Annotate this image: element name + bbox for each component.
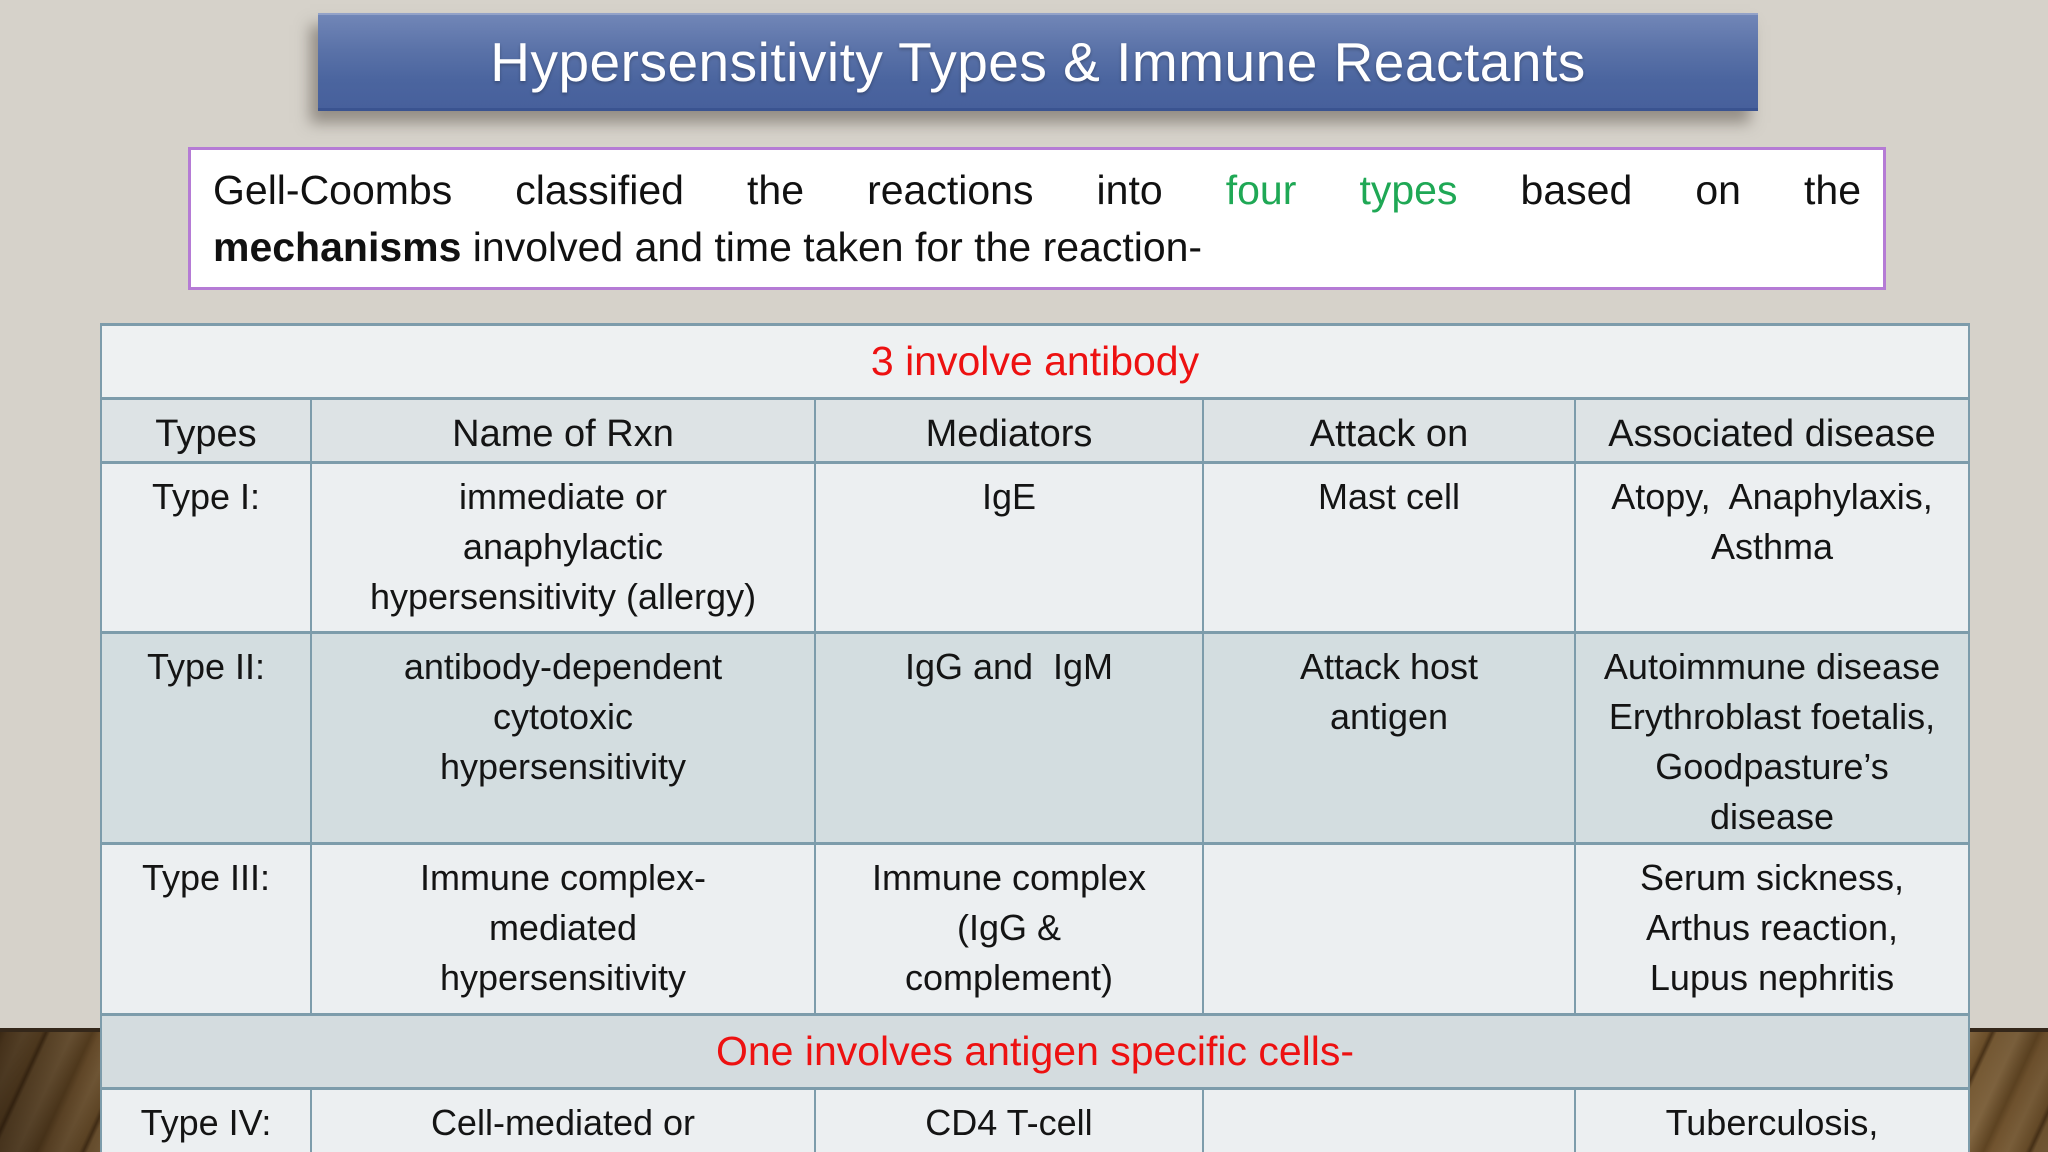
cell-attack-on xyxy=(1202,1087,1576,1152)
section-header-antibody: 3 involve antibody xyxy=(100,323,1970,400)
table-row-type-2: Type II: antibody-dependent cytotoxic hy… xyxy=(100,631,1970,845)
cell-type: Type III: xyxy=(100,842,312,1016)
cell-type: Type II: xyxy=(100,631,312,845)
intro-segment: based on the xyxy=(1457,167,1861,213)
column-header-attack-on: Attack on xyxy=(1202,397,1576,464)
cell-associated-disease: Tuberculosis, Transplant rejection xyxy=(1574,1087,1970,1152)
intro-line-2: mechanisms involved and time taken for t… xyxy=(213,219,1861,276)
cell-name-of-rxn: antibody-dependent cytotoxic hypersensit… xyxy=(310,631,816,845)
hypersensitivity-table: 3 involve antibody Types Name of Rxn Med… xyxy=(100,323,1970,1152)
intro-line-1: Gell-Coombs classified the reactions int… xyxy=(213,162,1861,219)
cell-attack-on xyxy=(1202,842,1576,1016)
cell-name-of-rxn: immediate or anaphylactic hypersensitivi… xyxy=(310,461,816,634)
cell-mediators: Immune complex (IgG & complement) xyxy=(814,842,1204,1016)
section-header-antigen-specific: One involves antigen specific cells- xyxy=(100,1013,1970,1090)
cell-mediators: IgG and IgM xyxy=(814,631,1204,845)
slide-title-banner: Hypersensitivity Types & Immune Reactant… xyxy=(318,13,1758,111)
column-header-name-of-rxn: Name of Rxn xyxy=(310,397,816,464)
intro-segment-bold: mechanisms xyxy=(213,224,462,270)
cell-associated-disease: Serum sickness, Arthus reaction, Lupus n… xyxy=(1574,842,1970,1016)
cell-name-of-rxn: Cell-mediated or delayed hypersensitivit… xyxy=(310,1087,816,1152)
column-header-types: Types xyxy=(100,397,312,464)
cell-name-of-rxn: Immune complex- mediated hypersensitivit… xyxy=(310,842,816,1016)
table-row-type-1: Type I: immediate or anaphylactic hypers… xyxy=(100,461,1970,634)
cell-type: Type IV: xyxy=(100,1087,312,1152)
cell-type: Type I: xyxy=(100,461,312,634)
intro-segment-highlight-green: four types xyxy=(1225,167,1458,213)
cell-associated-disease: Autoimmune disease Erythroblast foetalis… xyxy=(1574,631,1970,845)
cell-attack-on: Mast cell xyxy=(1202,461,1576,634)
table-section-band-antigen-specific: One involves antigen specific cells- xyxy=(100,1013,1970,1090)
intro-segment: involved and time taken for the reaction… xyxy=(461,224,1203,270)
cell-mediators: CD4 T-cell cytokines xyxy=(814,1087,1204,1152)
table-header-row: Types Name of Rxn Mediators Attack on As… xyxy=(100,397,1970,464)
column-header-associated-disease: Associated disease xyxy=(1574,397,1970,464)
cell-mediators: IgE xyxy=(814,461,1204,634)
intro-segment: Gell-Coombs classified the reactions int… xyxy=(213,167,1226,213)
table-row-type-4: Type IV: Cell-mediated or delayed hypers… xyxy=(100,1087,1970,1152)
table-section-band-antibody: 3 involve antibody xyxy=(100,323,1970,400)
cell-attack-on: Attack host antigen xyxy=(1202,631,1576,845)
table-row-type-3: Type III: Immune complex- mediated hyper… xyxy=(100,842,1970,1016)
column-header-mediators: Mediators xyxy=(814,397,1204,464)
page-title: Hypersensitivity Types & Immune Reactant… xyxy=(490,30,1586,93)
cell-associated-disease: Atopy, Anaphylaxis, Asthma xyxy=(1574,461,1970,634)
intro-text-box: Gell-Coombs classified the reactions int… xyxy=(188,147,1886,290)
